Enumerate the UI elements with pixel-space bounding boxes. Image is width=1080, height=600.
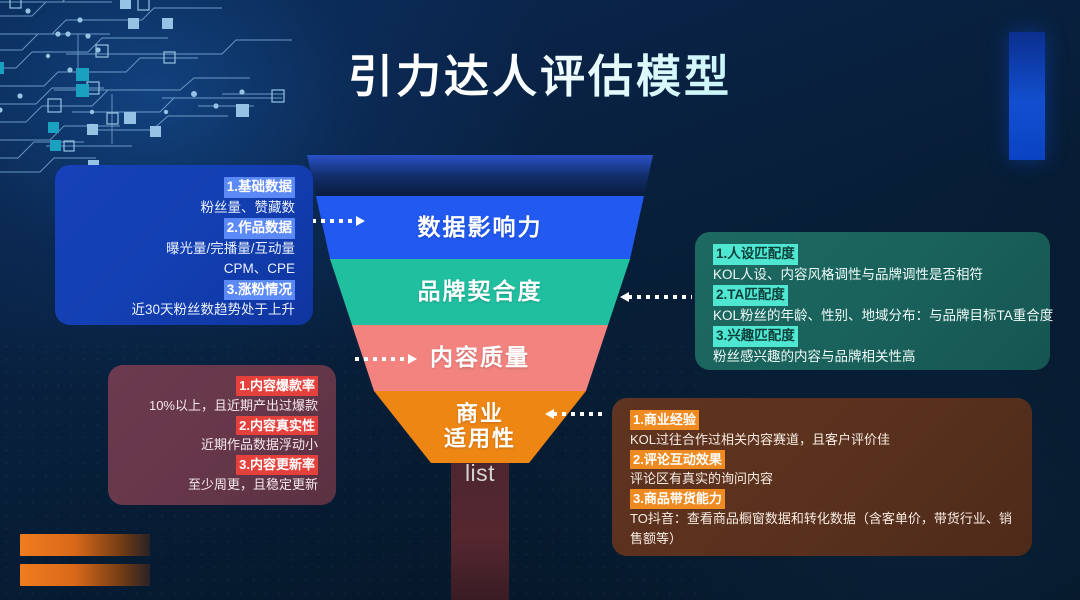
card-line-heading: 2.作品数据 xyxy=(73,218,295,239)
orange-accent-bar-1 xyxy=(20,534,150,556)
card-heading-highlight: 3.商品带货能力 xyxy=(630,489,725,509)
arrow-head-icon xyxy=(545,409,554,419)
card-line-heading: 3.兴趣匹配度 xyxy=(713,326,1032,347)
circuit-board-decoration xyxy=(0,0,292,173)
funnel-rim xyxy=(307,155,653,196)
card-heading-highlight: 1.人设匹配度 xyxy=(713,244,798,265)
connector-arrow-brand xyxy=(620,292,692,302)
card-line-body: 粉丝感兴趣的内容与品牌相关性高 xyxy=(713,348,916,364)
funnel-stem xyxy=(451,463,509,600)
card-line-body: 至少周更，且稳定更新 xyxy=(187,476,318,492)
card-heading-highlight: 1.商业经验 xyxy=(630,410,699,430)
funnel-stage-brand-fit[interactable]: 品牌契合度 xyxy=(330,259,630,325)
card-line-body: 粉丝量、赞藏数 xyxy=(200,199,296,215)
card-heading-highlight: 1.内容爆款率 xyxy=(236,376,318,396)
funnel-diagram: 数据影响力 品牌契合度 内容质量 商业 适用性 xyxy=(300,155,660,500)
card-data-influence[interactable]: 1.基础数据粉丝量、赞藏数 2.作品数据曝光量/完播量/互动量 CPM、CPE 3.涨… xyxy=(55,165,313,325)
arrow-head-icon xyxy=(620,292,629,302)
card-line-body: CPM、CPE xyxy=(223,261,295,277)
card-heading-highlight: 3.涨粉情况 xyxy=(223,279,295,301)
arrow-track xyxy=(553,412,607,416)
card-line-heading: 1.商业经验 xyxy=(630,410,1014,430)
card-line-body: 10%以上，且近期产出过爆款 xyxy=(148,397,318,413)
connector-arrow-content xyxy=(355,354,417,364)
card-heading-highlight: 2.TA匹配度 xyxy=(713,285,788,306)
card-heading-highlight: 3.兴趣匹配度 xyxy=(713,326,798,347)
funnel-stage-commercial-suitability[interactable]: 商业 适用性 xyxy=(374,391,586,463)
funnel-stem-label: list xyxy=(464,460,496,486)
card-line-heading: 1.基础数据 xyxy=(73,177,295,198)
orange-accent-bar-2 xyxy=(20,564,150,586)
card-heading-highlight: 1.基础数据 xyxy=(223,177,295,198)
arrow-head-icon xyxy=(408,354,417,364)
funnel-stage-content-quality[interactable]: 内容质量 xyxy=(352,325,608,391)
card-line-heading: 2.评论互动效果 xyxy=(630,449,1014,470)
card-line-body: KOL人设、内容风格调性与品牌调性是否相符 xyxy=(713,266,984,282)
funnel-stage-label-line2: 适用性 xyxy=(443,426,516,451)
card-line-body: 评论区有真实的询问内容 xyxy=(630,471,774,487)
funnel-stage-label: 数据影响力 xyxy=(417,213,543,240)
card-heading-highlight: 2.作品数据 xyxy=(223,218,295,239)
funnel-stage-label: 内容质量 xyxy=(430,344,530,371)
card-line-body: 曝光量/完播量/互动量 xyxy=(165,240,295,256)
card-line-body: 近期作品数据浮动小 xyxy=(200,437,318,453)
connector-arrow-business xyxy=(545,409,607,419)
card-line-heading: 1.内容爆款率 xyxy=(126,376,318,396)
card-line-heading: 2.内容真实性 xyxy=(126,415,318,436)
funnel-stage-label: 品牌契合度 xyxy=(417,278,543,305)
blue-accent-bar xyxy=(1009,32,1045,160)
card-line-body: KOL粉丝的年龄、性别、地域分布：与品牌目标TA重合度 xyxy=(713,307,1054,323)
arrow-track xyxy=(628,295,692,299)
card-line-heading: 2.TA匹配度 xyxy=(713,285,1032,306)
card-heading-highlight: 3.内容更新率 xyxy=(236,455,318,475)
funnel-stage-label: 商业 适用性 xyxy=(444,402,516,451)
funnel-stage-label-line1: 商业 xyxy=(455,401,504,427)
arrow-track xyxy=(303,219,357,223)
card-heading-highlight: 2.内容真实性 xyxy=(236,415,318,436)
card-line-body: KOL过往合作过相关内容赛道，且客户评价佳 xyxy=(630,431,891,447)
card-line-heading: 3.内容更新率 xyxy=(126,455,318,475)
card-line-heading: 3.商品带货能力 xyxy=(630,489,1014,509)
card-line-body: 近30天粉丝数趋势处于上升 xyxy=(131,302,295,318)
arrow-track xyxy=(355,357,409,361)
arrow-head-icon xyxy=(356,216,365,226)
card-line-heading: 3.涨粉情况 xyxy=(73,279,295,301)
page-title: 引力达人评估模型 xyxy=(0,40,1080,105)
card-line-body: TO抖音：查看商品橱窗数据和转化数据（含客单价，带货行业、销售额等） xyxy=(630,510,1012,546)
card-heading-highlight: 2.评论互动效果 xyxy=(630,449,725,470)
funnel-stage-data-influence[interactable]: 数据影响力 xyxy=(316,196,644,259)
card-line-heading: 1.人设匹配度 xyxy=(713,244,1032,265)
connector-arrow-data xyxy=(303,216,365,226)
